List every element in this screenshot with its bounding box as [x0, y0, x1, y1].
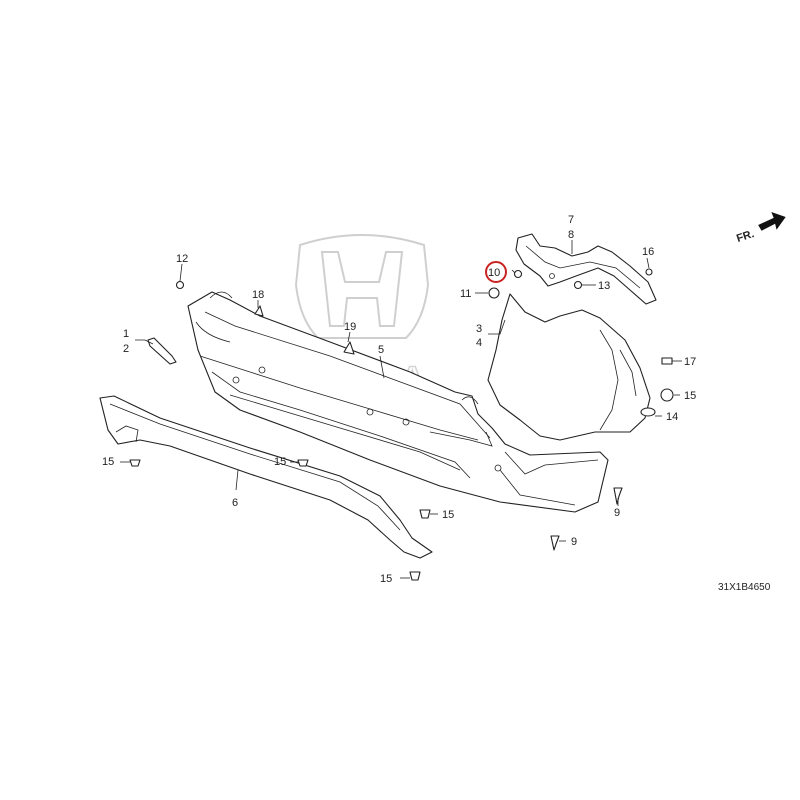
callout-2: 2 [123, 343, 129, 355]
callout-15-left: 15 [102, 456, 114, 468]
callout-8: 8 [568, 229, 574, 241]
callout-1: 1 [123, 328, 129, 340]
clip-15-right-icon [660, 388, 674, 402]
callout-9-upper: 9 [614, 507, 620, 519]
callout-10: 10 [488, 267, 500, 279]
screw-9-upper-icon [613, 487, 623, 505]
front-direction-indicator: FR. [735, 212, 786, 245]
callout-17: 17 [684, 356, 696, 368]
callout-6: 6 [232, 497, 238, 509]
clip-14-icon [640, 407, 656, 417]
nut-10-icon [513, 269, 523, 279]
screw-9-lower-icon [550, 535, 560, 551]
screw-16-icon [645, 268, 653, 276]
clip-15-middle-icon [297, 459, 309, 467]
clip-15-left-icon [129, 459, 141, 467]
callout-5: 5 [378, 344, 384, 356]
callout-16: 16 [642, 246, 654, 258]
rear-bumper-face [187, 291, 609, 513]
side-bracket [515, 233, 657, 305]
callout-15-lower: 15 [442, 509, 454, 521]
callout-4: 4 [476, 337, 482, 349]
clip-19-icon [343, 341, 355, 355]
clip-18-icon [254, 305, 264, 317]
callout-13: 13 [598, 280, 610, 292]
bumper-corner-spacer [487, 293, 651, 441]
nut-11-icon [488, 287, 500, 299]
side-garnish [147, 337, 177, 365]
screw-17-icon [661, 357, 673, 365]
nut-12-icon [175, 280, 185, 290]
callout-15-bottom: 15 [380, 573, 392, 585]
callout-11: 11 [460, 288, 471, 300]
callout-12: 12 [176, 253, 188, 265]
callout-14: 14 [666, 411, 678, 423]
clip-15-bottom-icon [409, 571, 421, 581]
fasteners [129, 268, 674, 581]
callout-15-right: 15 [684, 390, 696, 402]
front-arrow-icon [758, 212, 786, 231]
direction-label: FR. [735, 228, 756, 245]
highlight-ring [485, 261, 507, 283]
part-code: 31X1B4650 [718, 582, 771, 593]
clip-15-lower-icon [419, 509, 431, 519]
callout-labels: 1 2 3 4 5 6 7 8 9 9 10 11 12 13 14 15 15… [102, 214, 696, 585]
callout-15-middle: 15 [274, 456, 286, 468]
callout-3: 3 [476, 323, 482, 335]
callout-18: 18 [252, 289, 264, 301]
callout-7: 7 [568, 214, 574, 226]
callout-9-lower: 9 [571, 536, 577, 548]
bolt-13-icon [573, 280, 583, 290]
rear-lower-garnish [99, 395, 433, 559]
callout-19: 19 [344, 321, 356, 333]
leader-lines [120, 240, 682, 579]
